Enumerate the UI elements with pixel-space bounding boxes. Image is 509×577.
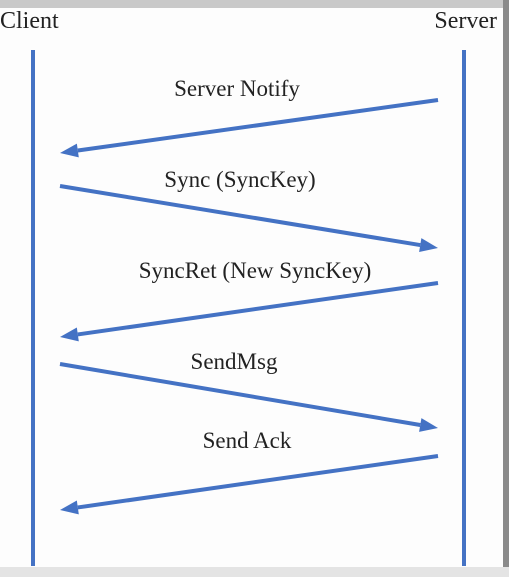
- message-arrow-line: [59, 362, 421, 427]
- message-arrowhead: [419, 238, 438, 252]
- message-label-sendmsg: SendMsg: [190, 349, 278, 374]
- message-arrowhead: [60, 327, 79, 342]
- server-participant-label: Server: [434, 8, 497, 34]
- message-arrow-line: [77, 98, 439, 153]
- message-arrow-line: [77, 454, 439, 510]
- message-label-send-ack: Send Ack: [202, 428, 292, 453]
- right-border: [503, 0, 509, 577]
- message-arrowhead: [60, 143, 79, 158]
- bottom-border: [0, 567, 509, 577]
- message-arrowhead: [419, 418, 438, 432]
- message-arrowhead: [60, 500, 79, 515]
- client-participant-label: Client: [0, 8, 59, 34]
- message-arrow-line: [77, 281, 439, 337]
- message-label-syncret: SyncRet (New SyncKey): [138, 258, 372, 283]
- message-arrow-line: [59, 184, 421, 248]
- top-border: [0, 0, 509, 8]
- message-label-server-notify: Server Notify: [174, 76, 300, 101]
- message-label-sync: Sync (SyncKey): [164, 167, 316, 192]
